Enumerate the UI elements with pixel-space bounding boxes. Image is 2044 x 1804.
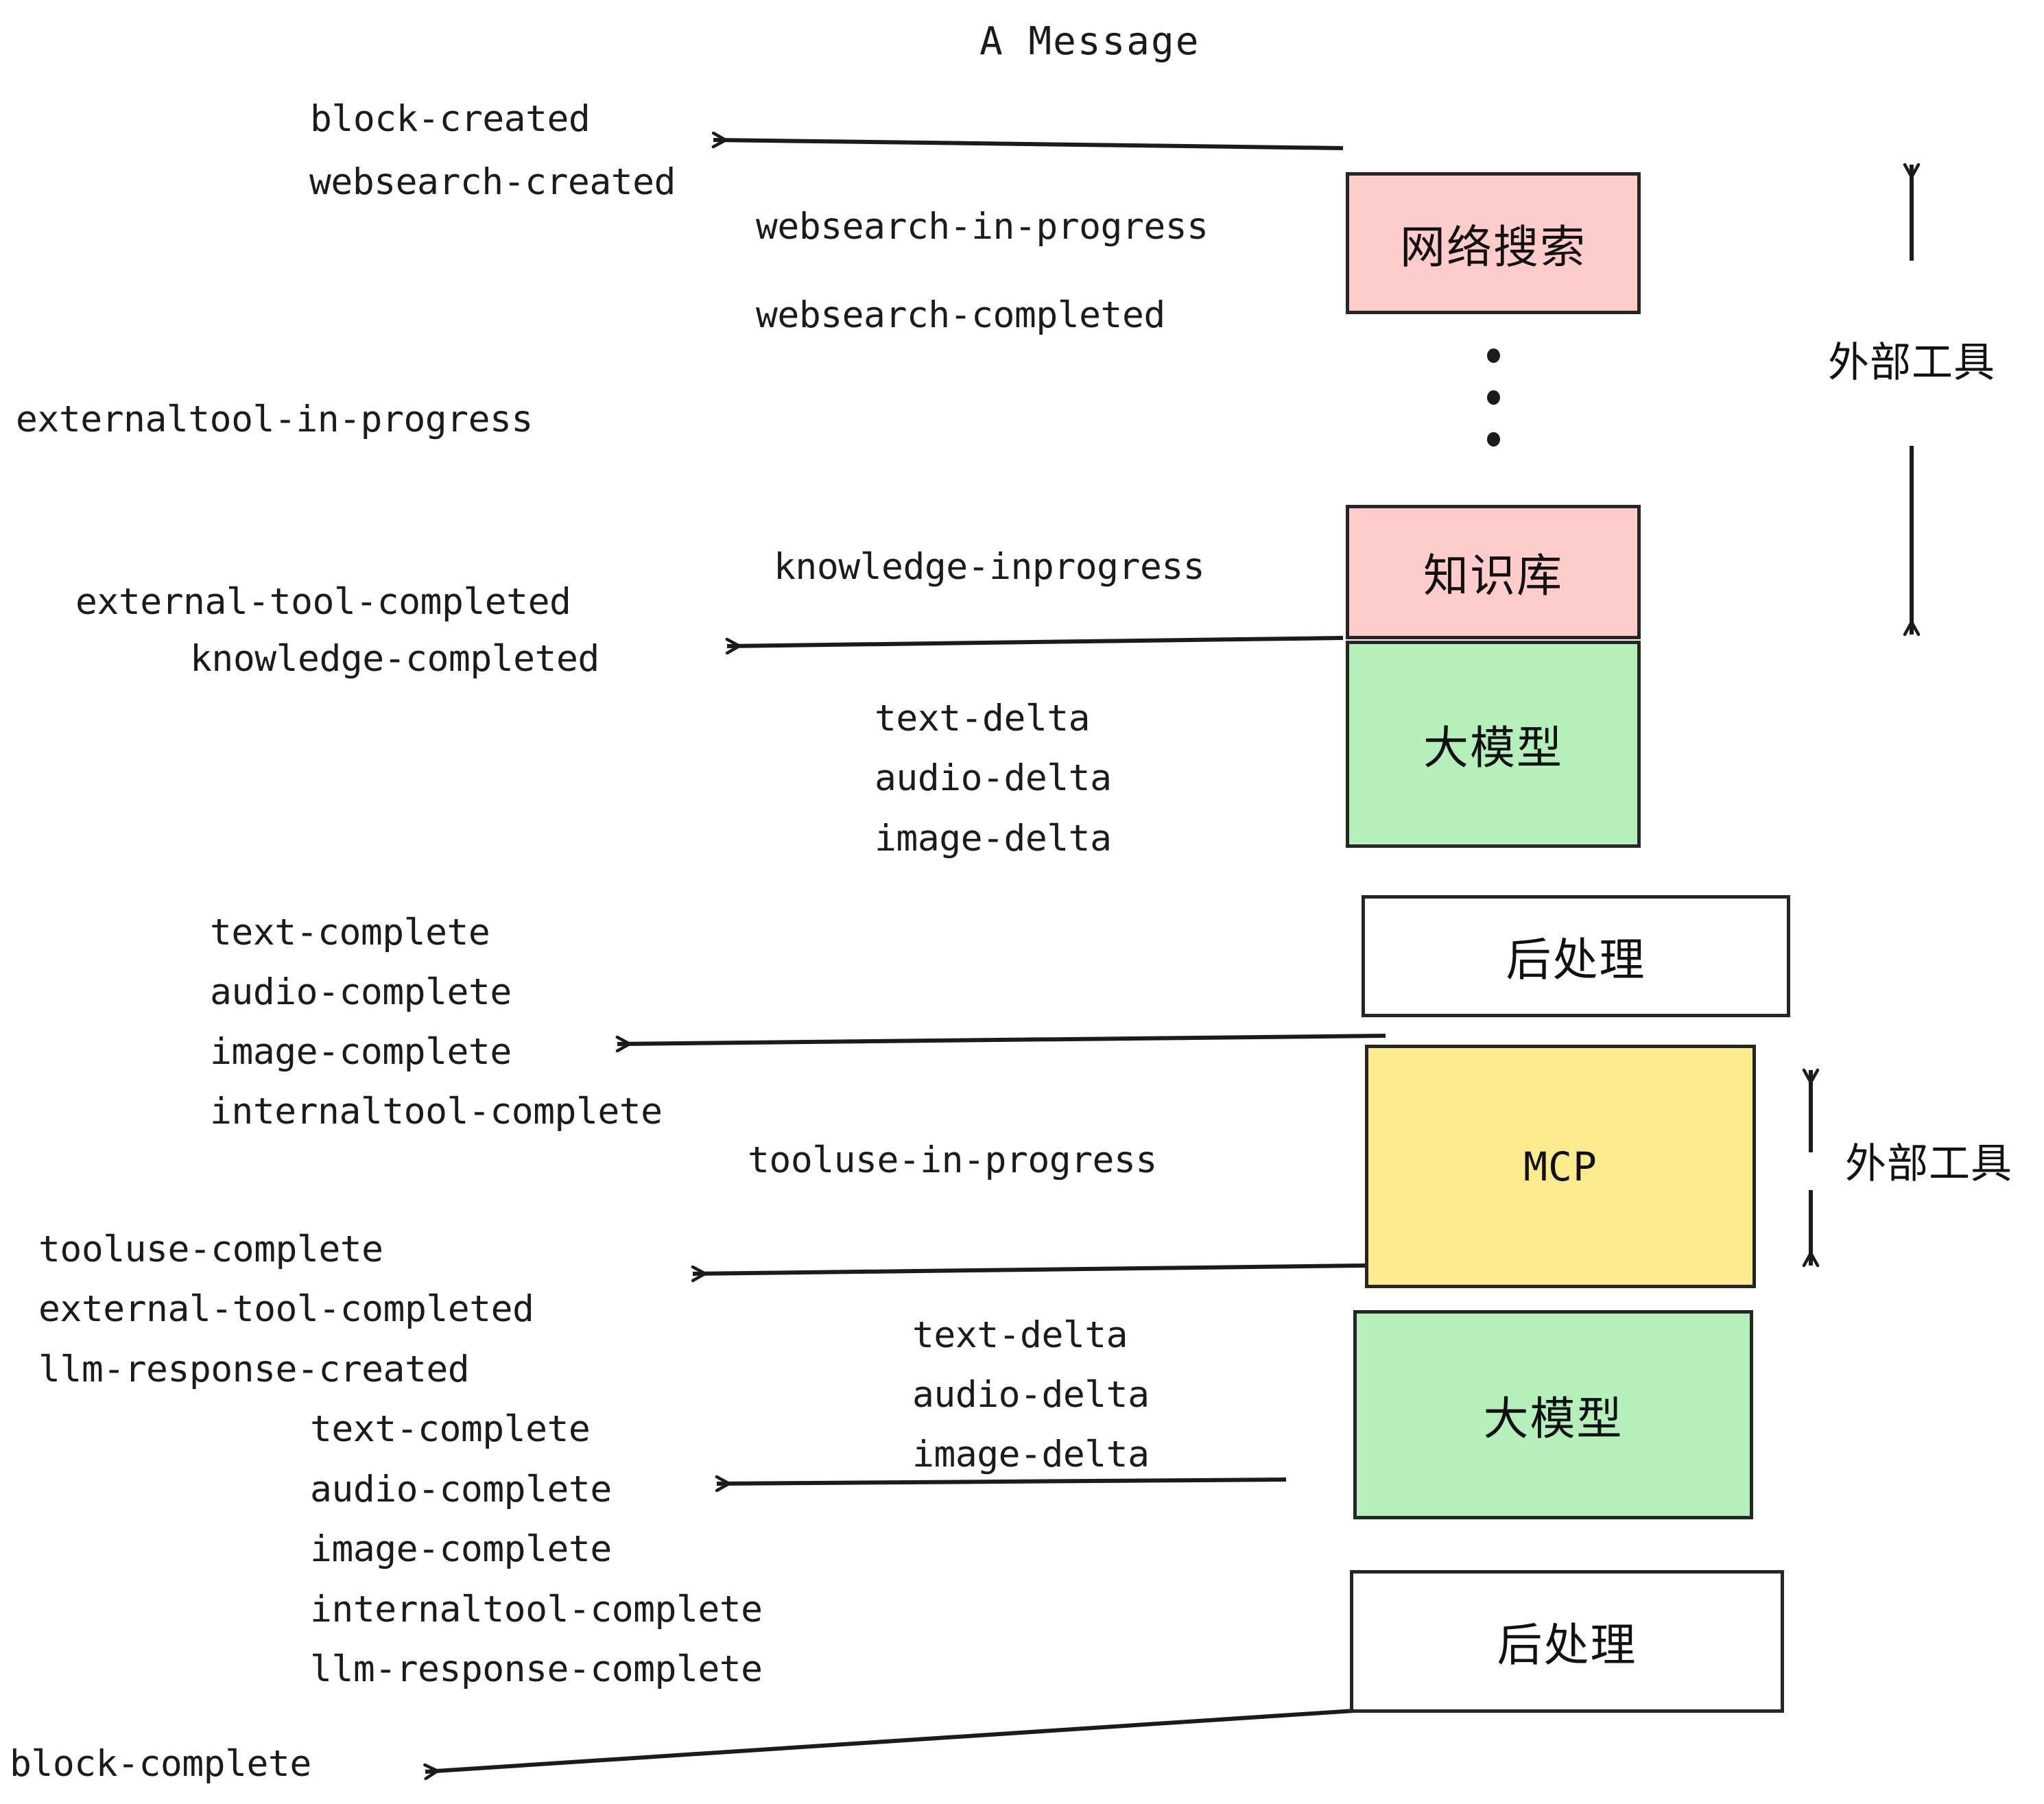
node-mcp[interactable]: MCP: [1365, 1045, 1756, 1288]
event-audio-delta-2: audio-delta: [912, 1374, 1150, 1416]
event-text-complete-1: text-complete: [210, 912, 490, 953]
side-label-external-tools-bottom: 外部工具: [1845, 1141, 2012, 1187]
event-websearch-completed: websearch-completed: [756, 294, 1165, 336]
event-image-complete-1: image-complete: [210, 1031, 512, 1073]
event-tooluse-complete: tooluse-complete: [38, 1229, 383, 1270]
event-text-complete-2: text-complete: [310, 1408, 591, 1450]
arrow-llm-to-audiocomplete: [715, 1475, 1287, 1493]
node-knowledge-label: 知识库: [1423, 550, 1563, 601]
event-websearch-in-progress: websearch-in-progress: [756, 206, 1209, 248]
arrow-postprocess-to-imagecomplete: [615, 1034, 1386, 1053]
event-llm-response-complete: llm-response-complete: [310, 1648, 763, 1690]
event-image-delta-1: image-delta: [875, 818, 1112, 859]
node-postprocess-top[interactable]: 后处理: [1362, 895, 1790, 1017]
node-websearch-label: 网络搜索: [1400, 221, 1587, 272]
event-block-created: block-created: [310, 98, 591, 140]
event-knowledge-inprogress: knowledge-inprogress: [774, 546, 1205, 588]
event-internaltool-complete-1: internaltool-complete: [210, 1091, 663, 1132]
node-mcp-label: MCP: [1523, 1143, 1597, 1190]
page-title: A Message: [979, 19, 1200, 64]
node-knowledge[interactable]: 知识库: [1346, 505, 1641, 639]
node-llm-bottom-label: 大模型: [1483, 1392, 1624, 1444]
event-text-delta-2: text-delta: [912, 1314, 1128, 1356]
node-llm-bottom[interactable]: 大模型: [1353, 1310, 1753, 1519]
node-postprocess-bottom-label: 后处理: [1497, 1619, 1637, 1670]
side-label-external-tools-top: 外部工具: [1828, 340, 1995, 385]
event-knowledge-completed: knowledge-completed: [190, 638, 599, 680]
event-llm-response-created: llm-response-created: [38, 1349, 470, 1390]
arrow-mcp-to-toolusecomplete: [691, 1263, 1366, 1283]
arrow-knowledge-to-completed: [725, 636, 1344, 655]
ellipsis-dots: [1487, 348, 1500, 474]
node-websearch[interactable]: 网络搜索: [1346, 172, 1641, 314]
event-image-complete-2: image-complete: [310, 1528, 612, 1570]
event-external-tool-completed-1: external-tool-completed: [75, 581, 571, 623]
event-text-delta-1: text-delta: [875, 698, 1091, 739]
event-audio-complete-1: audio-complete: [210, 971, 512, 1013]
node-llm-top-label: 大模型: [1423, 722, 1563, 773]
event-audio-complete-2: audio-complete: [310, 1469, 612, 1510]
event-externaltool-in-progress: externaltool-in-progress: [16, 399, 533, 440]
node-postprocess-bottom[interactable]: 后处理: [1350, 1570, 1784, 1713]
arrow-websearch-to-blockcreated: [711, 131, 1344, 150]
event-image-delta-2: image-delta: [912, 1434, 1150, 1475]
event-audio-delta-1: audio-delta: [875, 757, 1112, 799]
event-external-tool-completed-2: external-tool-completed: [38, 1288, 534, 1330]
node-postprocess-top-label: 后处理: [1506, 934, 1646, 985]
event-internaltool-complete-2: internaltool-complete: [310, 1589, 763, 1630]
node-llm-top[interactable]: 大模型: [1346, 641, 1641, 848]
event-block-complete: block-complete: [10, 1743, 311, 1785]
event-tooluse-in-progress: tooluse-in-progress: [748, 1139, 1157, 1181]
event-websearch-created: websearch-created: [309, 161, 676, 203]
arrow-postprocess-to-blockcomplete: [423, 1709, 1355, 1781]
